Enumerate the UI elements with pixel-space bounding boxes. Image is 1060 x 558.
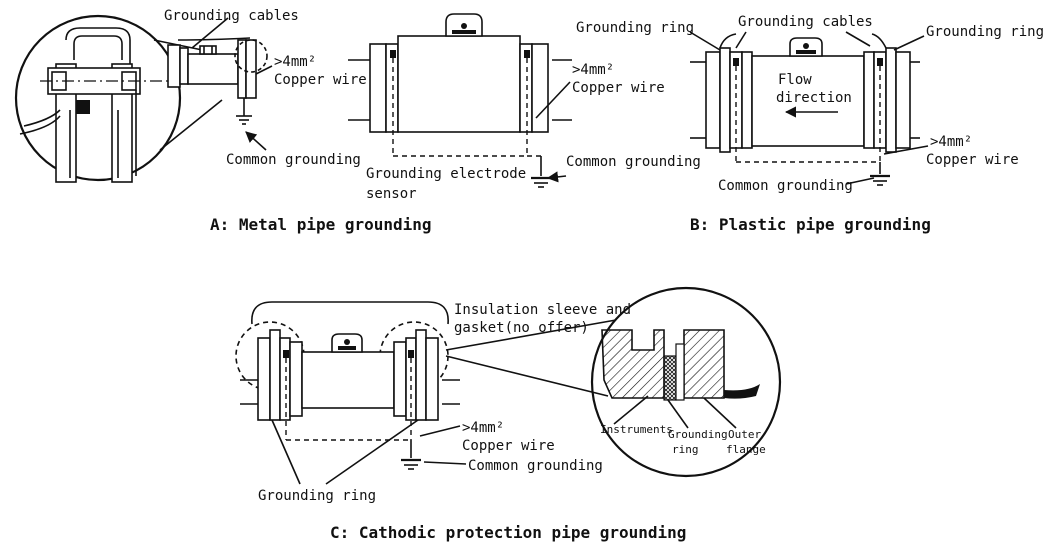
a-ground-leader	[245, 131, 267, 151]
a-caption: A: Metal pipe grounding	[210, 215, 432, 234]
c-detail-flange-label-2: flange	[726, 443, 766, 456]
c-detail-flange-label-1: Outer	[728, 428, 761, 441]
b-grounding-ring-right-label: Grounding ring	[926, 24, 1044, 40]
a-main-copper-size-label: >4mm²	[572, 62, 614, 78]
c-meter	[235, 301, 460, 470]
b-flow-label-1: Flow	[778, 72, 812, 88]
b-copper-size-label: >4mm²	[930, 134, 972, 150]
c-zoom-line-bottom	[445, 355, 609, 397]
b-cables-leader-right	[845, 31, 871, 47]
b-ring-leader-right	[893, 35, 925, 51]
c-copper-leader	[419, 425, 461, 437]
c-detail-instruments-label: Instruments	[600, 423, 673, 436]
c-copper-size-label: >4mm²	[462, 420, 504, 436]
a-main-meter	[348, 13, 572, 188]
c-detail-magnifier	[590, 286, 782, 478]
c-insulation-label-2: gasket(no offer)	[454, 320, 589, 336]
b-cables-leader-left	[735, 31, 747, 49]
a-common-grounding-label-2: Common grounding	[566, 154, 701, 170]
c-common-grounding-label: Common grounding	[468, 458, 603, 474]
a-grounding-cables-label: Grounding cables	[164, 8, 299, 24]
b-flow-label-2: direction	[776, 90, 852, 106]
c-detail-ring-label-2: ring	[672, 443, 699, 456]
diagram-c: Insulation sleeve and gasket(no offer) >…	[235, 286, 782, 542]
a-zoom-line-bottom	[159, 99, 223, 151]
a-copper-size-label: >4mm²	[274, 54, 316, 70]
b-grounding-cables-label: Grounding cables	[738, 14, 873, 30]
c-caption: C: Cathodic protection pipe grounding	[330, 523, 686, 542]
a-common-grounding-label-1: Common grounding	[226, 152, 361, 168]
c-zoom-line-top	[445, 319, 617, 351]
b-ring-leader-left	[689, 31, 721, 51]
a-cables-leader	[191, 17, 229, 49]
b-copper-leader	[883, 145, 929, 155]
a-copper-wire-label: Copper wire	[274, 72, 367, 88]
a-copper-leader-main	[535, 81, 571, 119]
b-meter	[690, 33, 920, 186]
c-ring-leader-right	[325, 419, 419, 485]
a-detail-magnifier	[14, 14, 182, 183]
c-copper-wire-label: Copper wire	[462, 438, 555, 454]
b-ground-leader	[845, 177, 875, 185]
diagram-b: Grounding ring Grounding cables Groundin…	[576, 14, 1044, 234]
c-insulation-label-1: Insulation sleeve and	[454, 302, 631, 318]
b-copper-wire-label: Copper wire	[926, 152, 1019, 168]
b-caption: B: Plastic pipe grounding	[690, 215, 931, 234]
c-detail-ring-label-1: Grounding	[668, 428, 728, 441]
a-ground-leader-main	[546, 171, 567, 183]
b-grounding-ring-left-label: Grounding ring	[576, 20, 694, 36]
a-main-copper-wire-label: Copper wire	[572, 80, 665, 96]
a-small-meter	[167, 37, 268, 125]
b-common-grounding-label: Common grounding	[718, 178, 853, 194]
c-grounding-ring-label: Grounding ring	[258, 488, 376, 504]
a-copper-leader	[255, 65, 273, 75]
a-electrode-label-2: sensor	[366, 186, 417, 202]
a-electrode-label-1: Grounding electrode	[366, 166, 526, 182]
c-ring-leader-left	[271, 419, 301, 485]
diagram-a: Grounding cables >4mm² Copper wire Commo…	[14, 8, 701, 234]
c-ground-leader	[423, 461, 467, 465]
